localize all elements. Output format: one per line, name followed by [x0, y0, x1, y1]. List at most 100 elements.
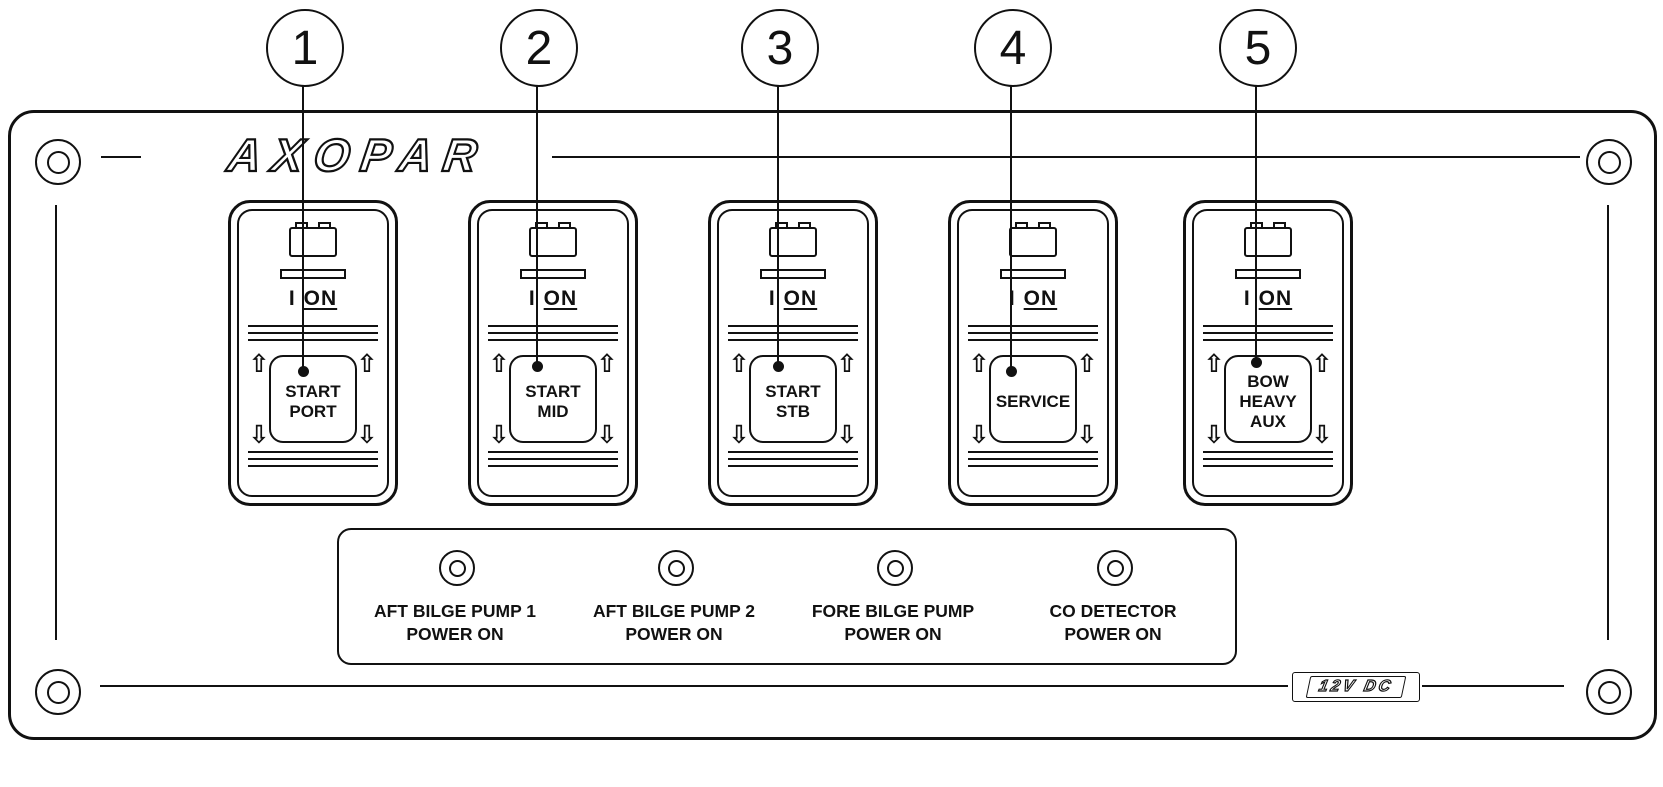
callout-circle-4: 4: [974, 9, 1052, 87]
switch-button: START MID: [509, 355, 597, 443]
power-prefix: I: [528, 287, 536, 310]
switch-label-line: PORT: [289, 402, 337, 421]
battery-icon: [769, 222, 817, 257]
callout-number: 3: [766, 21, 794, 75]
panel-outline: [8, 110, 1657, 740]
switch-label-line: MID: [537, 402, 569, 421]
rocker-ridges-top: [728, 325, 858, 346]
switch-button: START STB: [749, 355, 837, 443]
up-down-arrows-icon: ⇧⇩: [968, 349, 990, 449]
screw-icon-bottom-left: [35, 669, 81, 715]
callout-number: 2: [525, 21, 553, 75]
callout-dot-5: [1251, 357, 1262, 368]
power-prefix: I: [768, 287, 776, 310]
led-icon-aft-bilge-pump-2: [658, 550, 694, 586]
battery-bar-icon: [1000, 269, 1066, 279]
up-down-arrows-icon: ⇧⇩: [248, 349, 270, 449]
up-down-arrows-icon: ⇧⇩: [1311, 349, 1333, 449]
rocker-ridges-bottom: [1203, 451, 1333, 472]
bottom-rule-left: [100, 685, 1288, 687]
up-down-arrows-icon: ⇧⇩: [1203, 349, 1225, 449]
callout-line-1: [302, 83, 304, 371]
switch-button: BOW HEAVY AUX: [1224, 355, 1312, 443]
top-rule-left: [101, 156, 141, 158]
indicator-label-line: POWER ON: [406, 623, 504, 644]
battery-icon: [1244, 222, 1292, 257]
indicator-label: CO DETECTOR POWER ON: [998, 600, 1228, 646]
callout-line-5: [1255, 83, 1257, 362]
switch-button: SERVICE: [989, 355, 1077, 443]
callout-line-3: [777, 83, 779, 366]
switch-label-line: START: [765, 381, 821, 401]
screw-icon-bottom-right: [1586, 669, 1632, 715]
switch-label-line: HEAVY: [1239, 391, 1297, 411]
switch-on-legend: I ON: [479, 287, 627, 311]
battery-bar-icon: [280, 269, 346, 279]
indicator-label-line: CO DETECTOR: [1049, 601, 1177, 621]
rocker-ridges-top: [968, 325, 1098, 346]
switch-button: START PORT: [269, 355, 357, 443]
up-down-arrows-icon: ⇧⇩: [596, 349, 618, 449]
power-on-label: ON: [783, 287, 818, 310]
callout-dot-1: [298, 366, 309, 377]
up-down-arrows-icon: ⇧⇩: [488, 349, 510, 449]
switch-on-legend: I ON: [239, 287, 387, 311]
callout-circle-1: 1: [266, 9, 344, 87]
up-down-arrows-icon: ⇧⇩: [1076, 349, 1098, 449]
indicator-label-line: POWER ON: [625, 623, 723, 644]
callout-number: 1: [291, 21, 319, 75]
rocker-ridges-bottom: [728, 451, 858, 472]
callout-number: 4: [999, 21, 1027, 75]
indicator-label-line: AFT BILGE PUMP 2: [592, 601, 756, 621]
battery-bar-icon: [520, 269, 586, 279]
switch-label-line: STB: [776, 402, 810, 421]
top-rule-right: [552, 156, 1580, 158]
callout-circle-3: 3: [741, 9, 819, 87]
rocker-ridges-bottom: [488, 451, 618, 472]
callout-circle-2: 2: [500, 9, 578, 87]
switch-on-legend: I ON: [719, 287, 867, 311]
indicator-panel: [337, 528, 1237, 665]
callout-number: 5: [1244, 21, 1272, 75]
power-on-label: ON: [543, 287, 578, 310]
battery-bar-icon: [760, 269, 826, 279]
callout-circle-5: 5: [1219, 9, 1297, 87]
up-down-arrows-icon: ⇧⇩: [728, 349, 750, 449]
bottom-rule-right: [1422, 685, 1564, 687]
switch-label-line: AUX: [1250, 412, 1286, 432]
left-edge-rule: [55, 205, 57, 640]
screw-icon-top-left: [35, 139, 81, 185]
rocker-ridges-top: [488, 325, 618, 346]
indicator-label-line: AFT BILGE PUMP 1: [373, 601, 537, 621]
callout-dot-3: [773, 361, 784, 372]
indicator-label-line: POWER ON: [1064, 623, 1162, 644]
callout-line-4: [1010, 83, 1012, 371]
power-on-label: ON: [303, 287, 338, 310]
switch-label-line: START: [285, 381, 341, 401]
rocker-ridges-bottom: [968, 451, 1098, 472]
switch-label-line: SERVICE: [995, 391, 1071, 411]
voltage-badge: 12V DC: [1292, 672, 1420, 702]
power-prefix: I: [288, 287, 296, 310]
led-icon-co-detector: [1097, 550, 1133, 586]
indicator-label-line: FORE BILGE PUMP: [811, 601, 975, 621]
brand-logo: AXOPAR: [224, 128, 493, 182]
switch-label-line: START: [525, 381, 581, 401]
rocker-switch-start-mid: I ON ⇧⇩ ⇧⇩ START MID: [468, 200, 638, 506]
power-prefix: I: [1243, 287, 1251, 310]
rocker-ridges-bottom: [248, 451, 378, 472]
power-on-label: ON: [1023, 287, 1058, 310]
indicator-label: FORE BILGE PUMP POWER ON: [778, 600, 1008, 646]
callout-dot-4: [1006, 366, 1017, 377]
callout-dot-2: [532, 361, 543, 372]
led-icon-aft-bilge-pump-1: [439, 550, 475, 586]
battery-icon: [1009, 222, 1057, 257]
led-icon-fore-bilge-pump: [877, 550, 913, 586]
